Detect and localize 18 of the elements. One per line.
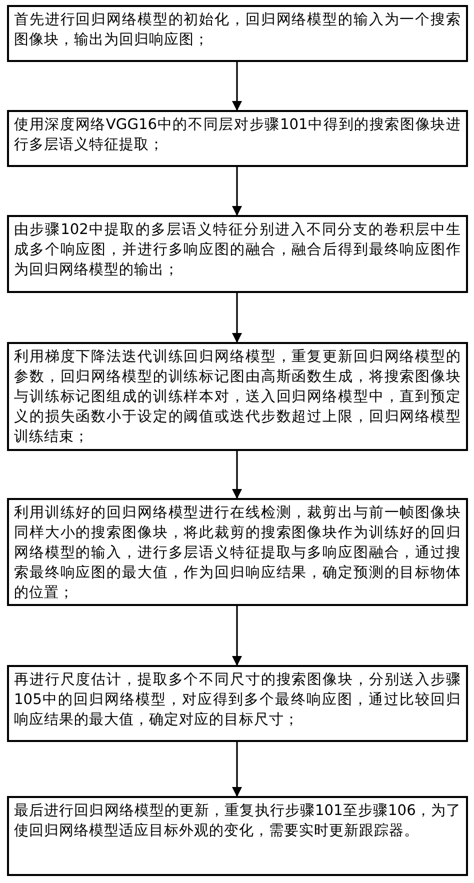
arrow — [232, 62, 242, 111]
process-box — [7, 215, 468, 293]
step-text: 利用训练好的回归网络模型进行在线检测，裁剪出与前一帧图像块同样大小的搜索图像块，将此裁剪的搜索图像块作为训练好的回归网络模型的输入，进行多层语义特征提取与多响应图融合，通过搜索最终响应图的最大值，作为回归响应结果，确定预测的目标物体的位置； — [14, 503, 461, 603]
process-box — [7, 5, 468, 62]
arrow — [232, 167, 242, 216]
process-box — [7, 665, 468, 742]
step-text: 再进行尺度估计，提取多个不同尺寸的搜索图像块，分别送入步骤105中的回归网络模型，对应得到多个最终响应图，通过比较回归响应结果的最大值，确定对应的目标尺寸； — [14, 670, 461, 730]
process-box — [7, 796, 468, 876]
arrow — [232, 606, 242, 666]
arrow — [232, 742, 242, 797]
step-text: 最后进行回归网络模型的更新，重复执行步骤101至步骤106，为了使回归网络模型适应目标外观的变化，需要实时更新跟踪器。 — [14, 801, 461, 841]
process-box — [7, 110, 468, 167]
step-text: 利用梯度下降法迭代训练回归网络模型，重复更新回归网络模型的参数，回归网络模型的训练标记图由高斯函数生成，将搜索图像块与训练标记图组成的训练样本对，送入回归网络模型中，直到预定义的损失函数小于设定的阈值或迭代步数超过上限，回归网络模型训练结束； — [14, 347, 461, 447]
arrow — [232, 451, 242, 499]
arrow — [232, 293, 242, 343]
step-text: 首先进行回归网络模型的初始化，回归网络模型的输入为一个搜索图像块，输出为回归响应图； — [14, 10, 461, 50]
step-text: 由步骤102中提取的多层语义特征分别进入不同分支的卷积层中生成多个响应图，并进行多响应图的融合，融合后得到最终响应图作为回归网络模型的输出； — [14, 220, 461, 280]
step-text: 使用深度网络VGG16中的不同层对步骤101中得到的搜索图像块进行多层语义特征提取； — [14, 115, 461, 155]
